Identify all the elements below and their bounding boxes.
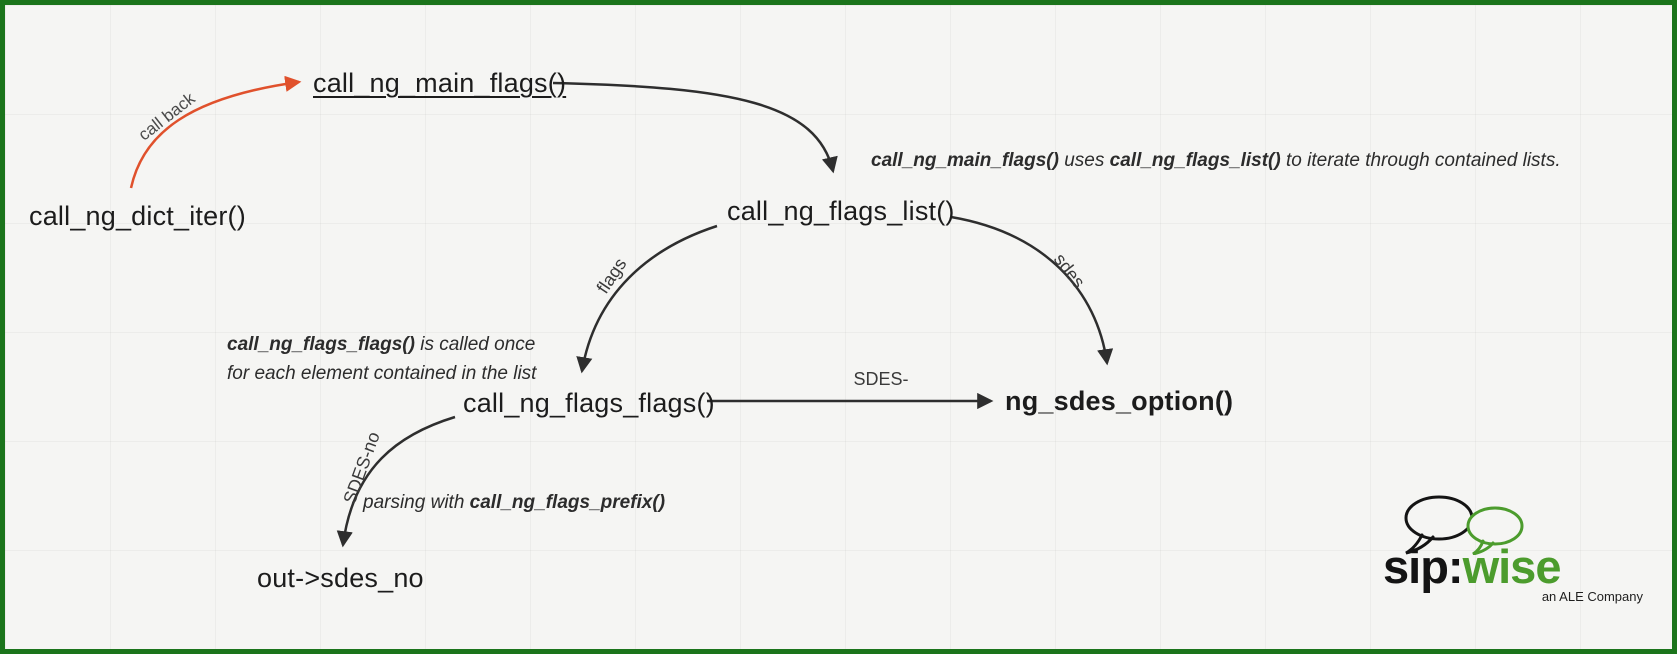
- node-ng-sdes-option: ng_sdes_option(): [1005, 386, 1234, 416]
- brand-tagline: an ALE Company: [1541, 589, 1643, 604]
- note-part: parsing with: [363, 492, 470, 513]
- node-out-sdes-no: out->sdes_no: [257, 563, 424, 593]
- note-part: to iterate through contained lists.: [1280, 150, 1561, 171]
- node-call-ng-dict-iter: call_ng_dict_iter(): [29, 201, 246, 231]
- note-part: uses: [1058, 150, 1110, 171]
- note-line: for each element contained in the list: [227, 363, 537, 384]
- edge-flagslist-to-flagsflags: [576, 224, 718, 374]
- note-prefix-parsing: parsing with call_ng_flags_prefix(): [363, 488, 665, 517]
- edge-label-flags: flags: [592, 254, 631, 298]
- brand-wordmark: sip:wise: [1383, 539, 1562, 594]
- node-call-ng-main-flags: call_ng_main_flags(): [313, 68, 567, 98]
- edge-label-sdes: sdes: [1049, 249, 1089, 292]
- edge-mainflags-to-flagslist: [552, 81, 838, 174]
- note-flags-flags: call_ng_flags_flags() is called once for…: [227, 330, 536, 388]
- note-line: call_ng_flags_flags() is called once: [227, 330, 536, 359]
- note-part: call_ng_flags_flags(): [227, 334, 415, 355]
- sipwise-logo: sip:wise an ALE Company: [1377, 493, 1657, 609]
- note-part: call_ng_main_flags(): [871, 150, 1059, 171]
- edge-label-sdes-dash: SDES-: [853, 369, 909, 389]
- note-part: is called once: [414, 334, 536, 355]
- edge-flagslist-to-sdesoption: [950, 215, 1114, 366]
- note-part: call_ng_flags_list(): [1109, 150, 1281, 171]
- speech-bubbles-icon: [1404, 495, 1524, 555]
- edge-label-call-back: call back: [134, 88, 199, 145]
- brand-sip: sip:: [1383, 540, 1464, 593]
- note-main-flags: call_ng_main_flags() uses call_ng_flags_…: [871, 146, 1561, 175]
- brand-wise: wise: [1462, 540, 1562, 593]
- node-call-ng-flags-list: call_ng_flags_list(): [727, 196, 955, 226]
- note-part: call_ng_flags_prefix(): [469, 492, 666, 513]
- node-call-ng-flags-flags: call_ng_flags_flags(): [463, 388, 715, 418]
